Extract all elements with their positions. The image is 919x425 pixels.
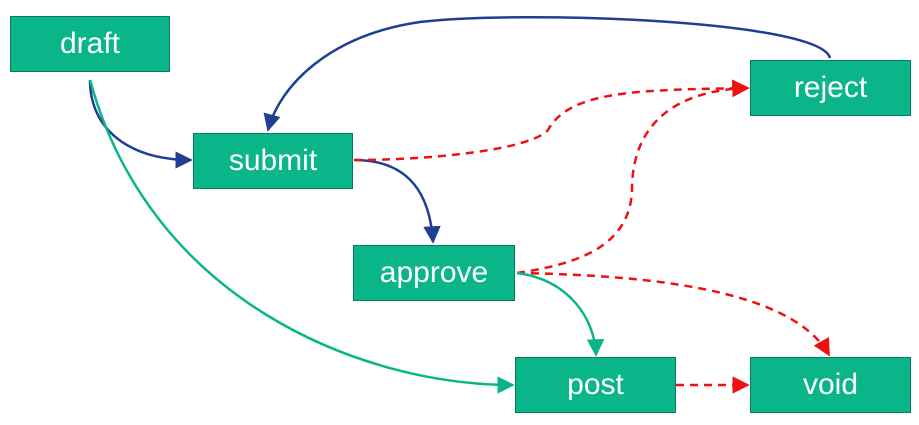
- node-submit: submit: [193, 133, 353, 189]
- edge-approve-post: [516, 271, 605, 357]
- edge-approve-reject: [516, 79, 750, 275]
- node-void: void: [750, 357, 911, 413]
- edge-draft-submit: [88, 79, 193, 169]
- edge-submit-reject: [353, 79, 750, 162]
- edge-reject-submit: [263, 15, 832, 132]
- edge-approve-void: [516, 271, 831, 357]
- node-draft: draft: [10, 16, 170, 72]
- node-reject: reject: [750, 60, 911, 116]
- edge-draft-post: [88, 79, 515, 394]
- node-approve: approve: [353, 245, 515, 301]
- node-post: post: [515, 357, 676, 413]
- edge-submit-approve: [353, 158, 441, 244]
